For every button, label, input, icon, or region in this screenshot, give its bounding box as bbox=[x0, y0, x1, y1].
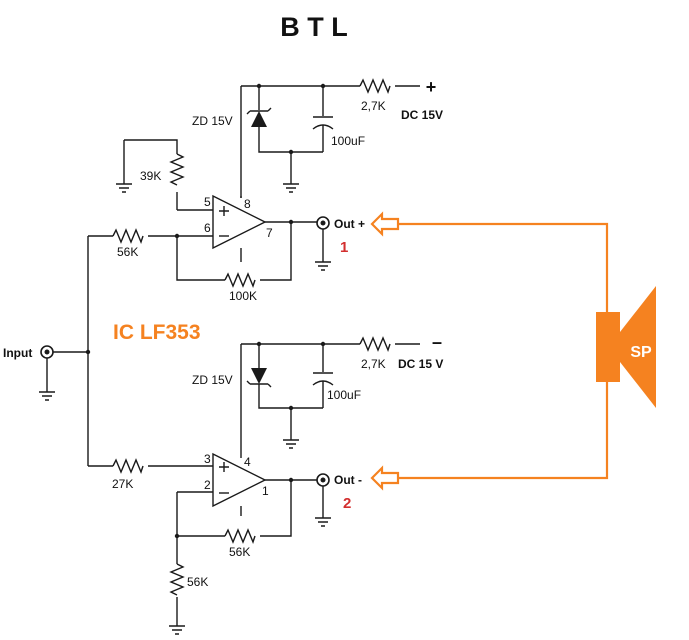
resistor-icon bbox=[359, 336, 391, 352]
amp2-minus-sign: – bbox=[432, 332, 442, 352]
speaker-label: SP bbox=[630, 344, 652, 361]
amp2-ground-resistor-label: 56K bbox=[187, 575, 208, 589]
ground-icon bbox=[315, 261, 331, 271]
ic-label: IC LF353 bbox=[113, 321, 201, 344]
amp1-plus-sign: + bbox=[426, 77, 437, 97]
amp1-pin-out: 7 bbox=[266, 226, 273, 240]
zener-diode-icon bbox=[251, 111, 267, 127]
amp1-feedback-network bbox=[88, 219, 294, 288]
amp1-capacitor-label: 100uF bbox=[331, 134, 365, 148]
amp2-supply-network bbox=[240, 336, 420, 458]
amp2-capacitor-label: 100uF bbox=[327, 388, 361, 402]
resistor-icon bbox=[112, 228, 144, 244]
amp2-zener-label: ZD 15V bbox=[192, 373, 233, 387]
arrow-icon bbox=[370, 465, 400, 491]
amp1-input-resistor-label: 56K bbox=[117, 245, 138, 259]
ground-icon bbox=[315, 517, 331, 527]
speaker-wiring bbox=[370, 211, 609, 491]
amp2-pin-out: 1 bbox=[262, 484, 269, 498]
ground-icon bbox=[116, 183, 132, 193]
resistor-icon bbox=[359, 78, 391, 94]
resistor-icon bbox=[169, 153, 185, 186]
amp1-supply-label: DC 15V bbox=[401, 108, 443, 122]
ground-icon bbox=[169, 625, 185, 635]
amp2-pin-vcc: 4 bbox=[244, 455, 251, 469]
speaker-icon bbox=[596, 286, 656, 408]
wire-plus bbox=[386, 222, 609, 312]
zener-diode-icon bbox=[251, 368, 267, 384]
resistor-icon bbox=[224, 272, 256, 288]
ground-icon bbox=[39, 391, 55, 401]
amp2-output-label: Out - bbox=[334, 473, 362, 487]
ground-icon bbox=[283, 183, 299, 193]
resistor-icon bbox=[224, 528, 256, 544]
amp1-supply-network bbox=[240, 78, 420, 198]
arrow-icon bbox=[370, 211, 400, 237]
resistor-icon bbox=[112, 458, 144, 474]
amp1-pin-vcc: 8 bbox=[244, 197, 251, 211]
amp2-output-jack bbox=[315, 473, 331, 527]
amp1-bias-resistor-label: 39K bbox=[140, 169, 161, 183]
amp2-pin-inv: 2 bbox=[204, 478, 211, 492]
amp1-output-number: 1 bbox=[340, 239, 348, 256]
input-network bbox=[39, 236, 91, 466]
opamp-icon bbox=[212, 452, 267, 508]
amp1-output-jack bbox=[315, 216, 331, 271]
amp1-feedback-resistor-label: 100K bbox=[229, 289, 257, 303]
wire-minus bbox=[386, 382, 609, 480]
amp2-input-resistor-label: 27K bbox=[112, 477, 133, 491]
amp1-pin-inv: 6 bbox=[204, 221, 211, 235]
opamp-icon bbox=[212, 194, 267, 250]
amp1-zener-label: ZD 15V bbox=[192, 114, 233, 128]
amp2-output-number: 2 bbox=[343, 495, 351, 512]
amp1-pin-non-inv: 5 bbox=[204, 195, 211, 209]
amp2-feedback-network bbox=[88, 458, 294, 635]
amp1-bias-network bbox=[116, 139, 185, 210]
amp2-pin-non-inv: 3 bbox=[204, 452, 211, 466]
ground-icon bbox=[283, 439, 299, 449]
amp1-output-label: Out + bbox=[334, 217, 365, 231]
amp2-series-resistor-label: 2,7K bbox=[361, 357, 386, 371]
amp2-supply-label: DC 15 V bbox=[398, 357, 443, 371]
amp1-series-resistor-label: 2,7K bbox=[361, 99, 386, 113]
input-label: Input bbox=[3, 346, 32, 360]
diagram-title: B T L bbox=[280, 12, 348, 42]
resistor-icon bbox=[169, 563, 185, 596]
amp2-feedback-resistor-label: 56K bbox=[229, 545, 250, 559]
